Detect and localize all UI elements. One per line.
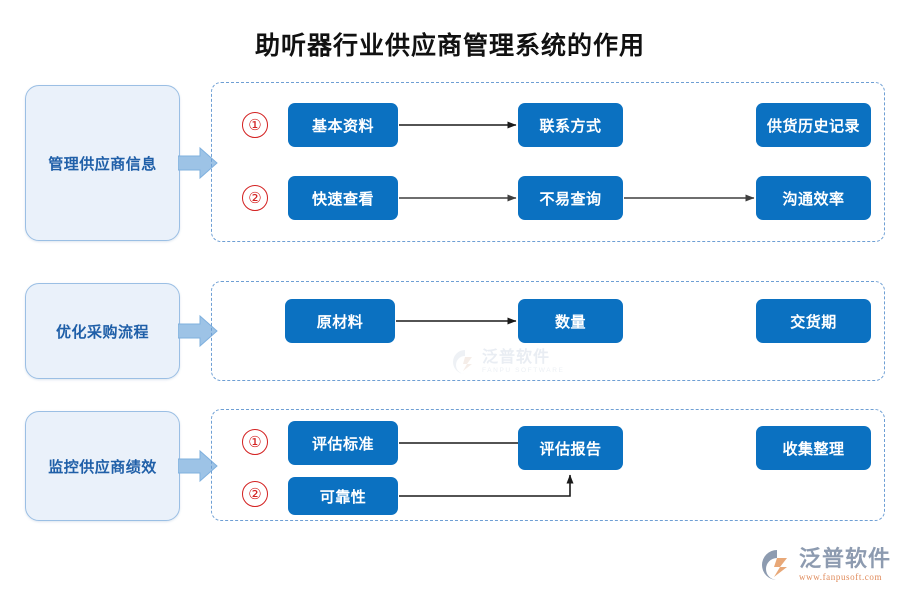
node-communication-efficiency[interactable]: 沟通效率 [756, 176, 871, 220]
node-raw-material[interactable]: 原材料 [285, 299, 395, 343]
node-contact-method[interactable]: 联系方式 [518, 103, 623, 147]
flow-arrow-icon-group3 [177, 449, 218, 483]
category-box-manage-supplier-info[interactable]: 管理供应商信息 [25, 85, 180, 241]
node-delivery-date[interactable]: 交货期 [756, 299, 871, 343]
row-index-2: ② [242, 185, 268, 211]
watermark-corner-en: www.fanpusoft.com [799, 572, 883, 582]
node-evaluation-report[interactable]: 评估报告 [518, 426, 623, 470]
watermark-corner-cn: 泛普软件 [799, 546, 892, 571]
watermark-center: 泛普软件 FANPU SOFTWARE [452, 349, 564, 375]
category-box-optimize-procurement[interactable]: 优化采购流程 [25, 283, 180, 379]
node-supply-history[interactable]: 供货历史记录 [756, 103, 871, 147]
node-evaluation-standard[interactable]: 评估标准 [288, 421, 398, 465]
page-title: 助听器行业供应商管理系统的作用 [254, 33, 645, 60]
watermark-center-en: FANPU SOFTWARE [482, 366, 565, 374]
group-frame-monitor-performance [211, 409, 885, 521]
flow-arrow-icon-group1 [177, 146, 218, 180]
category-box-monitor-performance[interactable]: 监控供应商绩效 [25, 411, 180, 521]
node-collect-organize[interactable]: 收集整理 [756, 426, 871, 470]
watermark-center-text: 泛普软件 FANPU SOFTWARE [482, 348, 565, 375]
node-quantity[interactable]: 数量 [518, 299, 623, 343]
category-label: 管理供应商信息 [48, 155, 157, 173]
watermark-center-cn: 泛普软件 [482, 348, 551, 366]
fanpu-logo-icon [760, 548, 794, 582]
flow-arrow-icon-group2 [177, 314, 218, 348]
watermark-corner: 泛普软件 www.fanpusoft.com [760, 548, 891, 582]
group-frame-optimize-procurement [211, 281, 885, 381]
category-label: 监控供应商绩效 [48, 458, 157, 476]
watermark-corner-text: 泛普软件 www.fanpusoft.com [799, 548, 891, 582]
group-frame-manage-supplier-info [211, 82, 885, 242]
node-quick-view[interactable]: 快速查看 [288, 176, 398, 220]
node-basic-info[interactable]: 基本资料 [288, 103, 398, 147]
node-hard-to-query[interactable]: 不易查询 [518, 176, 623, 220]
row-index-1: ① [242, 112, 268, 138]
fanpu-logo-icon [452, 349, 478, 375]
category-label: 优化采购流程 [55, 323, 149, 341]
row-index-4: ② [242, 481, 268, 507]
node-reliability[interactable]: 可靠性 [288, 477, 398, 515]
row-index-3: ① [242, 429, 268, 455]
